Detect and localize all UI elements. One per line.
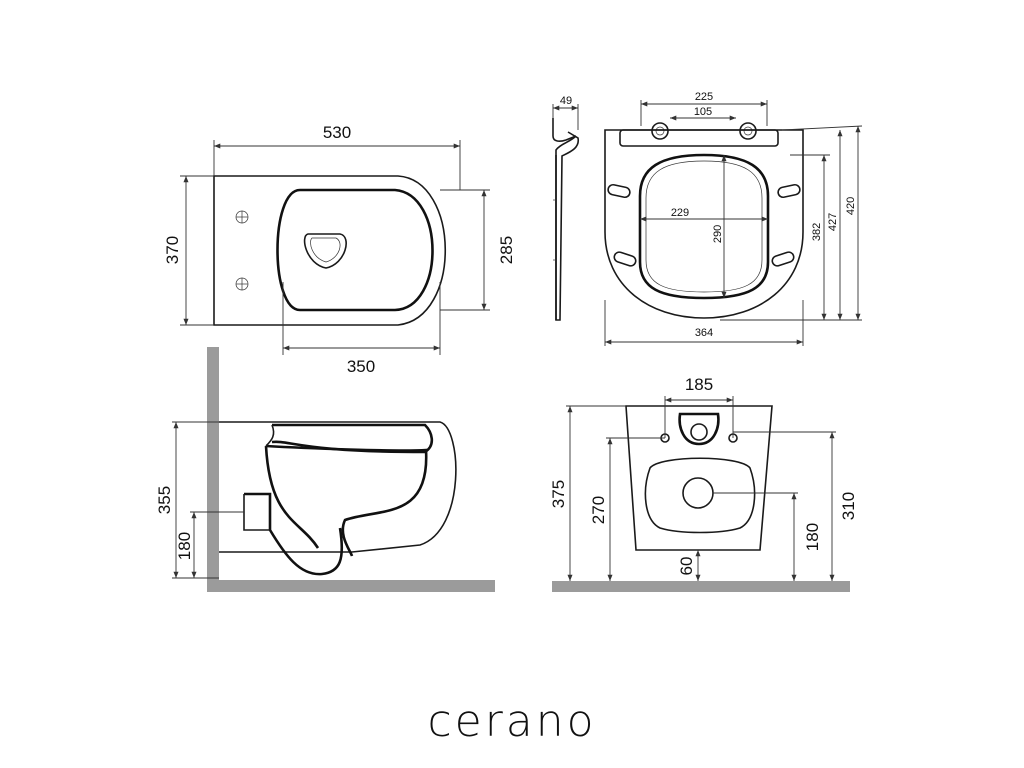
dim-len-b: 427 (827, 213, 839, 231)
dim-seat-thickness: 49 (560, 95, 572, 107)
floor (207, 580, 495, 592)
dim-outlet-height: 180 (175, 532, 194, 560)
dim-len-a: 382 (811, 223, 823, 241)
dim-outer-width: 364 (695, 327, 713, 339)
dim-depth: 370 (163, 236, 182, 264)
dim-outlet-center: 180 (803, 523, 822, 551)
top-view: 530 370 285 350 (163, 123, 516, 376)
back-view: 185 375 270 310 180 60 (549, 375, 858, 592)
dim-outlet-top: 310 (839, 492, 858, 520)
floor-back (552, 581, 850, 592)
seat-top-view: 225 105 229 290 364 382 427 420 (604, 91, 863, 346)
dim-inner-width: 229 (671, 207, 689, 219)
dim-inlet-height: 270 (589, 496, 608, 524)
seat-side-view: 49 (552, 95, 580, 321)
brand-logo: cerano (427, 696, 597, 747)
wall (207, 347, 219, 592)
dim-floor-gap: 60 (677, 557, 696, 576)
side-view: 355 180 (155, 347, 495, 592)
dim-hinge-inner: 105 (694, 106, 712, 118)
dim-seat-length: 350 (347, 357, 375, 376)
dim-bolt-span: 185 (685, 375, 713, 394)
dim-len-c: 420 (845, 197, 857, 215)
dim-width: 530 (323, 123, 351, 142)
dim-height: 355 (155, 486, 174, 514)
dim-hinge-span: 225 (695, 91, 713, 103)
dim-rim-depth: 285 (497, 236, 516, 264)
dim-inner-length: 290 (712, 225, 724, 243)
dim-back-height: 375 (549, 480, 568, 508)
